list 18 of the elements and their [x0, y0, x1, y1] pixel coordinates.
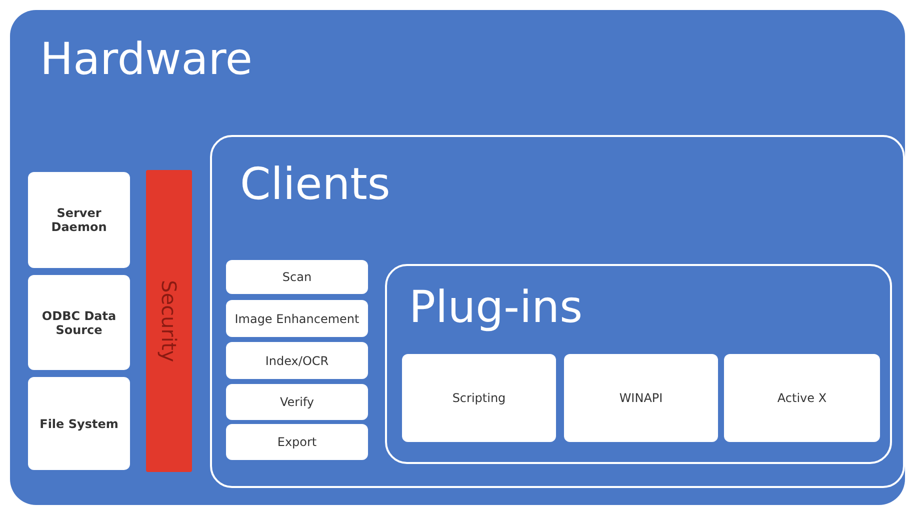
module-box: Server Daemon [28, 172, 130, 268]
group-frame [385, 264, 892, 464]
module-box: File System [28, 377, 130, 470]
module-box: Verify [226, 384, 368, 420]
group-frame [210, 135, 905, 488]
security-bar: Security [146, 170, 192, 472]
module-box: Active X [724, 354, 880, 442]
panel-title: Clients [240, 163, 390, 207]
module-box: Scripting [402, 354, 556, 442]
module-box: Index/OCR [226, 342, 368, 379]
module-box: Scan [226, 260, 368, 294]
panel-title: Hardware [40, 38, 252, 82]
module-box: ODBC Data Source [28, 275, 130, 370]
module-box: Image Enhancement [226, 300, 368, 337]
module-box: WINAPI [564, 354, 718, 442]
panel-title: Plug-ins [409, 286, 582, 330]
layer-panel [10, 10, 905, 505]
module-box: Export [226, 424, 368, 460]
